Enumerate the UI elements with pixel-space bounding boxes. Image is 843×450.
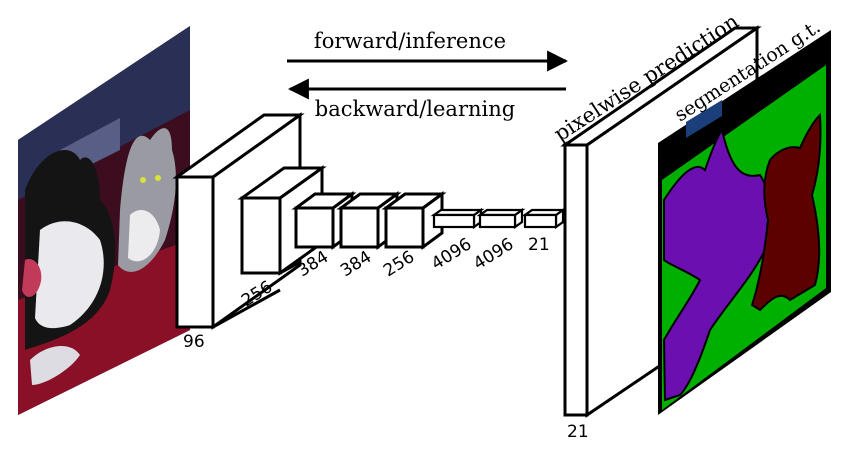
output-depth-label: 21	[567, 422, 589, 442]
input-photo	[18, 26, 190, 415]
segmentation-gt	[658, 30, 831, 415]
layer-label-6: 4096	[428, 234, 475, 274]
layer-label-8: 21	[528, 235, 550, 255]
layer-label-1: 96	[183, 332, 205, 352]
layer-label-7: 4096	[470, 234, 517, 274]
conv-layer-5	[381, 191, 447, 250]
fc-layer-8	[521, 207, 567, 230]
layer-label-5: 256	[380, 247, 418, 281]
forward-label: forward/inference	[314, 29, 506, 53]
edge-connector-1	[212, 288, 281, 329]
fc-layer-7	[476, 207, 526, 230]
edge-connector-2	[279, 260, 301, 275]
layer-label-4: 384	[337, 247, 375, 281]
backward-label: backward/learning	[315, 97, 515, 121]
watermark: 知乎 @tszs	[700, 403, 800, 425]
fc-layer-6	[430, 207, 485, 230]
